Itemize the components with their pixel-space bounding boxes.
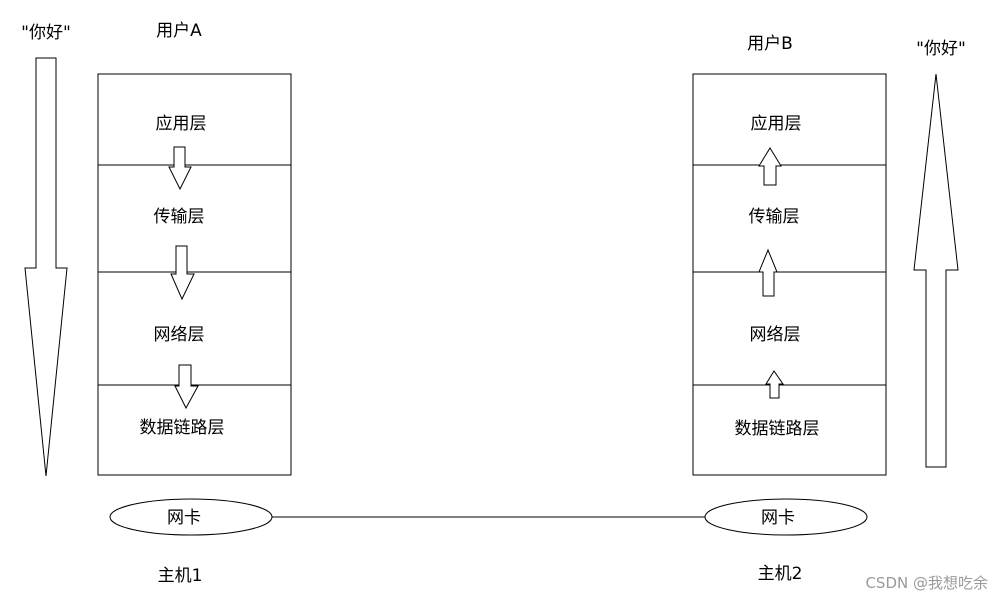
user-a-title: 用户A [156, 21, 202, 41]
user-b-layer-application: 应用层 [751, 114, 802, 134]
message-left-label: "你好" [21, 23, 71, 43]
up-arrow-icon [758, 147, 782, 186]
big-up-arrow-icon [913, 73, 959, 468]
up-arrow-icon [758, 248, 778, 297]
down-arrow-icon [170, 245, 195, 301]
host-1-label: 主机1 [158, 566, 203, 586]
user-b-stack: 用户B 应用层 传输层 网络层 数据链路层 [692, 34, 887, 476]
user-b-layer-network: 网络层 [750, 325, 801, 345]
user-a-layer-application: 应用层 [156, 114, 207, 134]
nic-a-label: 网卡 [167, 508, 201, 528]
nic-b-ellipse [704, 498, 868, 536]
user-a-layer-datalink: 数据链路层 [140, 418, 225, 438]
user-b-layer-transport: 传输层 [749, 207, 800, 227]
nic-b-label: 网卡 [761, 508, 795, 528]
user-a-layer-network: 网络层 [154, 325, 205, 345]
user-b-layer-datalink: 数据链路层 [735, 419, 820, 439]
user-b-title: 用户B [747, 34, 793, 54]
user-b-stack-frame [692, 73, 887, 476]
user-a-stack-frame [97, 73, 292, 476]
message-right-label: "你好" [916, 39, 966, 59]
big-down-arrow-icon [24, 57, 68, 477]
csdn-watermark: CSDN @我想吃余 [865, 574, 988, 592]
down-arrow-icon [174, 364, 199, 410]
down-arrow-icon [168, 146, 192, 191]
nic-a-ellipse [109, 498, 273, 536]
up-arrow-icon [765, 370, 784, 399]
host-2-label: 主机2 [758, 564, 803, 584]
user-a-layer-transport: 传输层 [154, 207, 205, 227]
user-a-stack: 用户A 应用层 传输层 网络层 数据链路层 [97, 21, 292, 476]
